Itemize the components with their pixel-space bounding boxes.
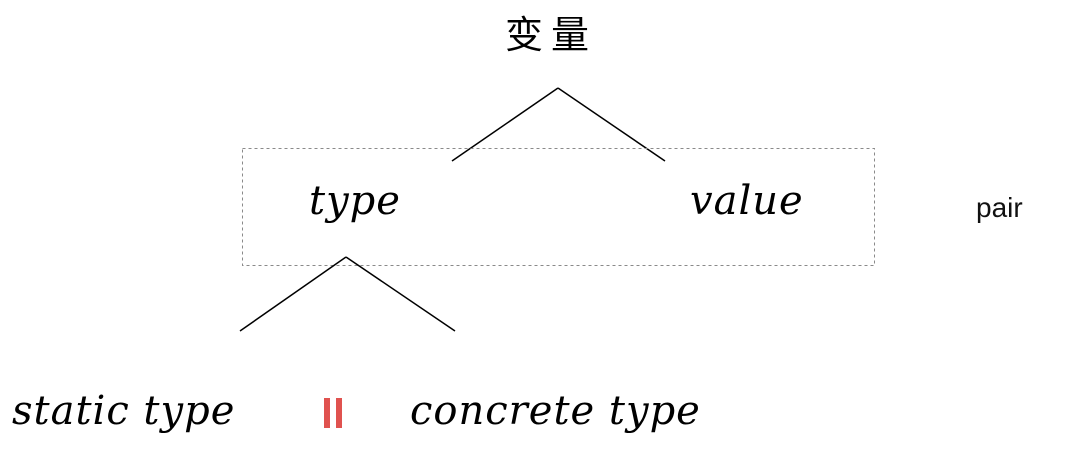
concrete-type-label: concrete type [410,388,701,434]
value-node-label: value [690,178,804,224]
edge-root-to-value [557,87,666,162]
pair-annotation: pair [976,192,1023,223]
or-separator-bar [324,398,330,428]
or-separator-mark [324,398,344,428]
root-node-label: 变量 [505,13,598,57]
type-node-label: type [309,178,401,224]
pair-group-box [242,148,875,266]
static-type-label: static type [12,388,236,434]
edge-type-to-concrete-type [345,256,456,332]
or-separator-bar [336,398,342,428]
edge-type-to-static-type [239,256,347,332]
edge-root-to-type [451,87,559,162]
